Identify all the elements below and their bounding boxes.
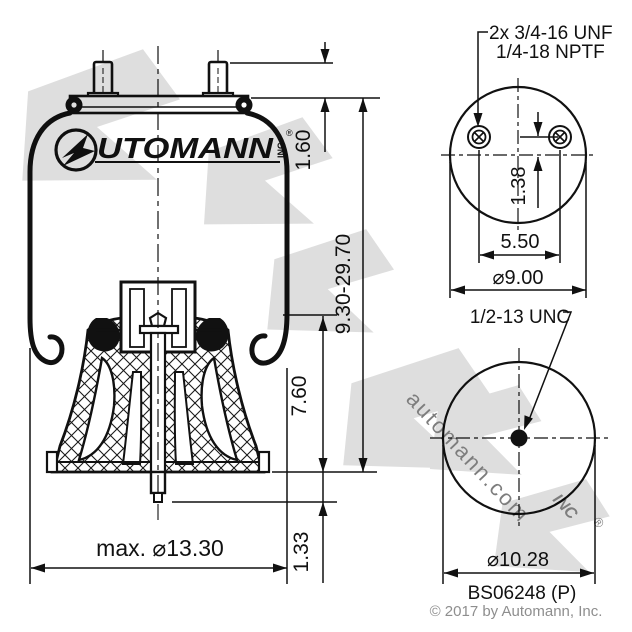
arrow	[320, 49, 330, 63]
arrow	[451, 285, 465, 295]
piston-rib-left	[77, 355, 116, 462]
dim-plate-diameter: ⌀9.00	[493, 267, 544, 289]
bellows-roll-left	[87, 318, 120, 352]
thread-callout-line1: 2x 3/4-16 UNF	[489, 23, 613, 44]
thread-leader-line	[477, 31, 488, 114]
watermark-chevron	[253, 205, 404, 361]
piston-rib-inner-right	[173, 371, 195, 465]
top-view: 2x 3/4-16 UNF 1/4-18 NPTF 1.38 5.50 ⌀9.0…	[441, 23, 613, 298]
arrow	[318, 458, 328, 472]
dim-stud-spacing: 5.50	[501, 231, 540, 253]
dim-line-max-diameter	[29, 348, 288, 584]
dim-line-9-00	[449, 162, 587, 298]
arrow	[444, 568, 458, 578]
arrow	[533, 122, 543, 136]
cup-slot-right	[171, 288, 187, 348]
part-number: BS06248 (P)	[468, 583, 577, 604]
piston-rib-right	[200, 355, 239, 462]
arrow	[533, 157, 543, 171]
copyright: © 2017 by Automann, Inc.	[430, 603, 603, 620]
piston-rib-inner-left	[121, 371, 143, 465]
unc-thread-callout: 1/2-13 UNC	[470, 307, 570, 328]
stud-centerlines	[102, 50, 219, 62]
bottom-stud-tip	[153, 492, 163, 503]
arrow	[358, 98, 368, 112]
bellows-roll-right	[196, 318, 229, 352]
base-lip-right	[257, 450, 271, 474]
arrow	[31, 563, 45, 573]
plate-bead-right-center	[241, 102, 247, 108]
arrow	[480, 250, 494, 260]
center-stud-hole	[510, 429, 528, 447]
cup-slot-left	[129, 288, 145, 348]
dim-stud-protrusion: 1.33	[290, 532, 313, 573]
dim-port-offset: 1.38	[508, 167, 530, 206]
unc-leader-line	[526, 311, 573, 426]
dim-piston-height: 7.60	[288, 376, 311, 417]
thread-callout-line2: 1/4-18 NPTF	[496, 42, 605, 63]
arrow	[572, 285, 586, 295]
arrow	[273, 563, 287, 573]
base-lip-left	[45, 450, 59, 474]
arrow	[545, 250, 559, 260]
arrow	[473, 113, 483, 127]
footer: BS06248 (P) © 2017 by Automann, Inc.	[430, 583, 603, 620]
arrow	[320, 98, 330, 112]
dim-max-diameter: max. ⌀13.30	[96, 535, 224, 561]
arrow	[318, 502, 328, 516]
stud-hole-left	[467, 125, 491, 149]
